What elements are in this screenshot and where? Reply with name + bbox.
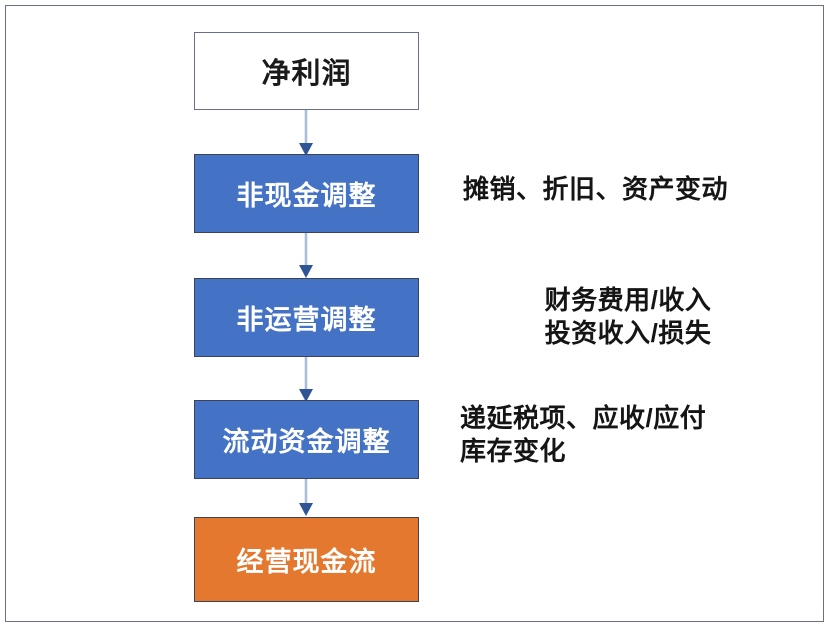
annotation-noncash-adjustment: 摊销、折旧、资产变动 bbox=[463, 174, 729, 204]
node-nonoperating-adjustment-label: 非运营调整 bbox=[236, 305, 377, 335]
node-operating-cash-flow-label: 经营现金流 bbox=[236, 547, 377, 577]
node-working-capital-adjustment-label: 流动资金调整 bbox=[222, 427, 391, 457]
node-noncash-adjustment-label: 非现金调整 bbox=[236, 181, 377, 211]
connector-arrow-3 bbox=[299, 357, 313, 402]
node-net-profit-label: 净利润 bbox=[261, 58, 352, 90]
node-net-profit[interactable]: 净利润 bbox=[194, 32, 419, 110]
connector-arrow-4 bbox=[299, 479, 313, 516]
node-noncash-adjustment[interactable]: 非现金调整 bbox=[194, 154, 419, 233]
connector-arrow-2 bbox=[299, 233, 313, 278]
node-nonoperating-adjustment[interactable]: 非运营调整 bbox=[194, 278, 419, 357]
connector-arrow-1 bbox=[299, 110, 313, 156]
node-working-capital-adjustment[interactable]: 流动资金调整 bbox=[194, 400, 419, 479]
node-operating-cash-flow[interactable]: 经营现金流 bbox=[194, 517, 419, 602]
annotation-working-capital-adjustment: 递延税项、应收/应付 库存变化 bbox=[460, 403, 707, 467]
annotation-nonoperating-adjustment: 财务费用/收入 投资收入/损失 bbox=[544, 285, 712, 349]
